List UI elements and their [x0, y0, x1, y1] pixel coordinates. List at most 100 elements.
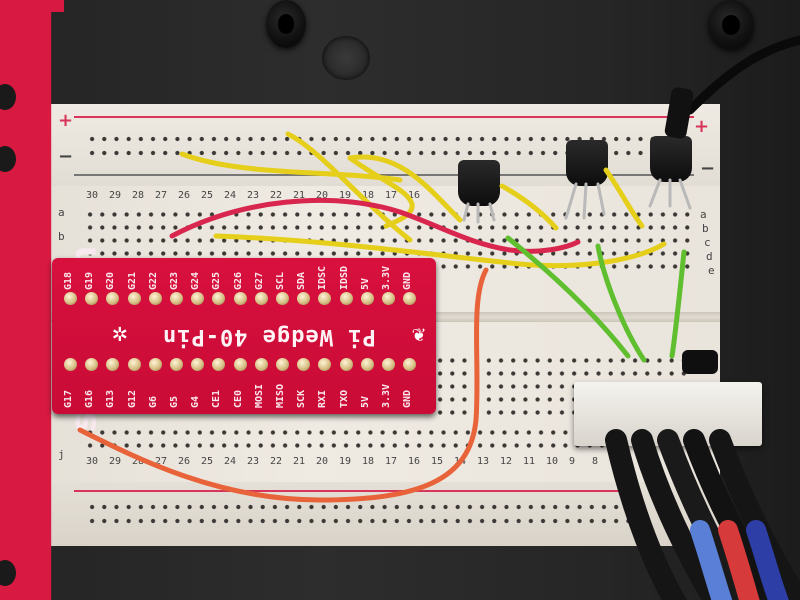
column-number: 17: [385, 456, 398, 467]
pin-pad-bottom: [106, 358, 120, 371]
yellow-wires: [179, 131, 667, 269]
pin-pad-top: [339, 292, 353, 305]
row-letter-j: j: [58, 448, 65, 461]
column-number: 20: [316, 190, 329, 201]
column-number: 17: [385, 190, 398, 201]
pin-pad-bottom: [254, 358, 268, 371]
column-number: 22: [270, 456, 283, 467]
pin-pad-bottom: [212, 358, 226, 371]
column-number: 24: [224, 190, 237, 201]
column-number: 25: [201, 456, 214, 467]
column-number: 29: [109, 190, 122, 201]
pin-pad-bottom: [170, 358, 183, 371]
orange-wire: [77, 267, 489, 503]
mounting-hole: [322, 36, 370, 80]
column-number: 29: [109, 456, 122, 467]
pin-pad-bottom: [64, 358, 77, 371]
rail-minus-right: −: [700, 158, 716, 179]
row-letter-b-left: b: [58, 230, 65, 243]
row-letter-a-left: a: [58, 206, 65, 219]
rail-plus-left: +: [58, 110, 74, 131]
pin-pad-top: [360, 292, 374, 305]
holder-hole-1: [0, 84, 16, 110]
pin-pad-bottom: [318, 358, 332, 371]
pin-pad-top: [212, 292, 226, 305]
pink-wires: [169, 197, 581, 254]
sensor-probe: [664, 87, 694, 139]
row-letter-right: e: [708, 264, 715, 277]
standoff-left: [266, 0, 306, 48]
holder-hole-2: [0, 146, 16, 172]
row-letter-right: c: [704, 236, 711, 249]
transistor-2: [566, 140, 608, 186]
column-number: 21: [293, 190, 306, 201]
pin-pad-top: [170, 292, 183, 305]
standoff-right: [708, 0, 754, 50]
column-number: 28: [132, 190, 145, 201]
pin-pad-top: [254, 292, 268, 305]
pin-pad-bottom: [382, 358, 395, 371]
pin-pad-bottom: [360, 358, 374, 371]
column-number: 9: [569, 456, 576, 467]
column-number: 15: [431, 456, 444, 467]
column-number: 12: [500, 456, 513, 467]
column-number: 16: [408, 190, 421, 201]
column-number: 13: [477, 456, 490, 467]
pin-pad-top: [148, 292, 162, 305]
holder-hole-3: [0, 560, 16, 586]
pin-pad-top: [106, 292, 120, 305]
column-number: 26: [178, 190, 191, 201]
rail-plus-right: +: [694, 116, 710, 137]
pin-pad-top: [191, 292, 205, 305]
pin-pad-top: [403, 292, 417, 305]
column-number: 19: [339, 190, 352, 201]
column-number: 18: [362, 190, 375, 201]
pin-pad-top: [382, 292, 395, 305]
transistor-1: [458, 160, 500, 206]
column-number: 8: [592, 456, 599, 467]
pin-pad-bottom: [85, 358, 99, 371]
pin-pad-top: [318, 292, 332, 305]
row-letter-right: a: [700, 208, 707, 221]
gear-icon: ✲: [112, 318, 128, 348]
black-sensor-cable: [685, 35, 800, 115]
column-number: 25: [201, 190, 214, 201]
column-number: 11: [523, 456, 536, 467]
pin-pad-top: [64, 292, 77, 305]
column-number: 24: [224, 456, 237, 467]
pin-pad-top: [85, 292, 99, 305]
transistor-3: [650, 136, 692, 182]
rail-minus-left: −: [58, 146, 74, 167]
column-number: 21: [293, 456, 306, 467]
column-number: 30: [86, 456, 99, 467]
pin-pad-top: [276, 292, 289, 305]
pin-pad-bottom: [297, 358, 311, 371]
green-wires: [505, 235, 687, 363]
pin-pad-bottom: [148, 358, 162, 371]
column-number: 23: [247, 456, 260, 467]
column-number: 28: [132, 456, 145, 467]
raspberry-leaf-icon: ❦: [412, 322, 426, 347]
pin-pad-bottom: [339, 358, 353, 371]
pin-pad-bottom: [191, 358, 205, 371]
column-number: 23: [247, 190, 260, 201]
pin-pad-top: [297, 292, 311, 305]
pin-pad-bottom: [233, 358, 247, 371]
pin-pad-top: [127, 292, 141, 305]
column-number: 19: [339, 456, 352, 467]
column-number: 16: [408, 456, 421, 467]
bottom-power-rail: [44, 482, 720, 546]
black-jumper: [682, 350, 718, 374]
pin-pad-bottom: [276, 358, 289, 371]
pin-pad-bottom: [403, 358, 417, 371]
row-letter-right: b: [702, 222, 709, 235]
column-number: 27: [155, 456, 168, 467]
column-number: 30: [86, 190, 99, 201]
column-number: 18: [362, 456, 375, 467]
transistor-legs: [462, 178, 692, 224]
column-number: 10: [546, 456, 559, 467]
column-number: 26: [178, 456, 191, 467]
column-number: 20: [316, 456, 329, 467]
